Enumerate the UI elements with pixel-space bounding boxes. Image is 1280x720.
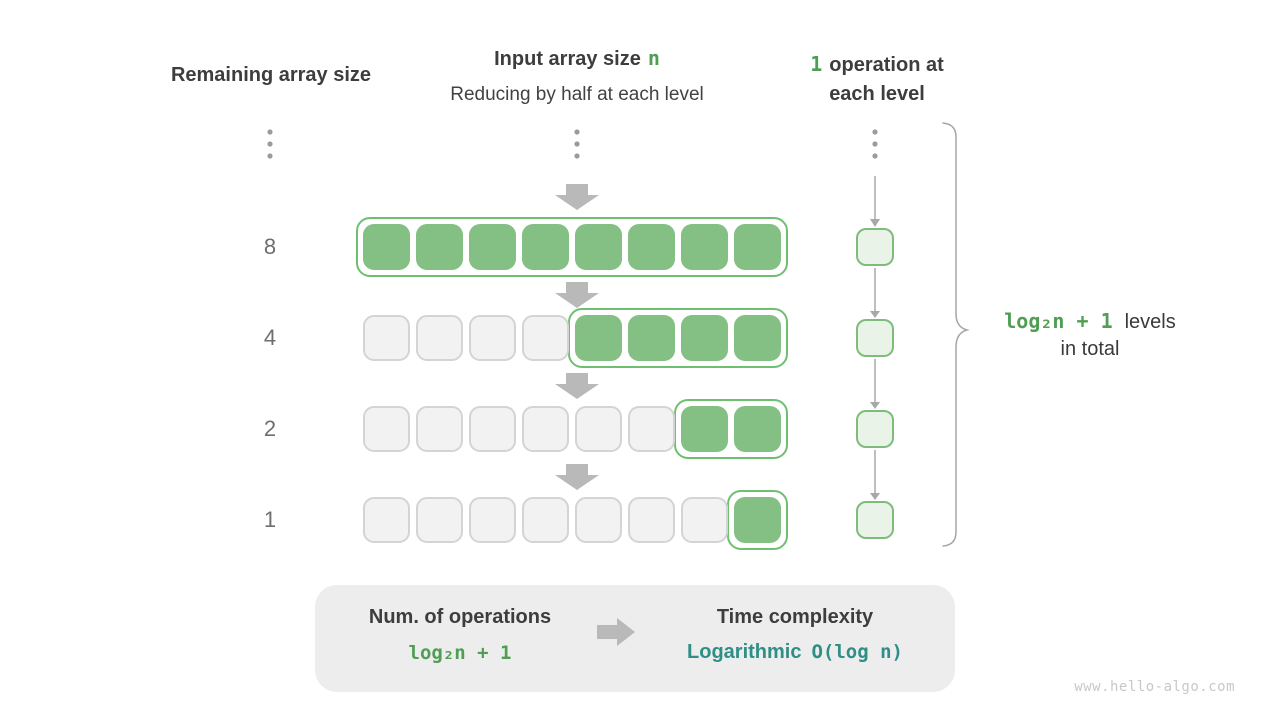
- array-cell-inactive: [363, 497, 410, 543]
- num-operations-title: Num. of operations: [368, 606, 552, 628]
- array-cell-active: [681, 224, 728, 270]
- array-cell-inactive: [522, 406, 569, 452]
- array-cell-inactive: [575, 497, 622, 543]
- input-array-size-heading: Input array size n: [427, 46, 727, 71]
- array-cell-inactive: [469, 406, 516, 452]
- summary-box: Num. of operations log₂n + 1 Time comple…: [315, 585, 955, 692]
- array-row: [363, 497, 781, 543]
- array-cell-active: [734, 224, 781, 270]
- array-cell-active: [734, 315, 781, 361]
- array-cell-inactive: [469, 497, 516, 543]
- array-cell-active: [734, 497, 781, 543]
- complexity-name: Logarithmic: [687, 641, 802, 663]
- input-array-size-text: Input array size: [494, 48, 641, 70]
- array-cell-active: [469, 224, 516, 270]
- array-cell-inactive: [416, 497, 463, 543]
- array-cell-active: [522, 224, 569, 270]
- array-cell-inactive: [575, 406, 622, 452]
- remaining-array-size-heading: Remaining array size: [170, 64, 372, 86]
- array-cell-inactive: [522, 315, 569, 361]
- operation-box: [856, 319, 894, 357]
- row-size-label: 4: [263, 325, 277, 350]
- one-operation-line1: 1 operation at: [767, 50, 987, 80]
- array-cell-active: [734, 406, 781, 452]
- array-row: [363, 315, 781, 361]
- array-cell-active: [628, 224, 675, 270]
- total-levels-line2: in total: [1060, 338, 1120, 360]
- array-cell-active: [575, 315, 622, 361]
- one-highlight: 1: [810, 52, 823, 76]
- operation-at-text: operation at: [829, 54, 944, 76]
- one-operation-heading: 1 operation at each level: [767, 50, 987, 109]
- complexity-big-o: O(log n): [811, 641, 903, 663]
- watermark: www.hello-algo.com: [1074, 679, 1235, 695]
- array-row: [363, 224, 781, 270]
- levels-word: levels: [1124, 311, 1176, 333]
- operation-box: [856, 410, 894, 448]
- total-levels-line1: log₂n + 1 levels: [960, 309, 1220, 334]
- num-operations-formula: log₂n + 1: [408, 642, 512, 664]
- time-complexity-title: Time complexity: [716, 606, 874, 628]
- one-operation-line2: each level: [829, 83, 925, 105]
- array-cell-active: [363, 224, 410, 270]
- array-cell-inactive: [363, 406, 410, 452]
- array-cell-active: [681, 315, 728, 361]
- levels-formula: log₂n + 1: [1004, 309, 1113, 333]
- input-array-size-n: n: [647, 46, 660, 70]
- array-row: [363, 406, 781, 452]
- array-cell-inactive: [416, 406, 463, 452]
- array-cell-inactive: [681, 497, 728, 543]
- row-size-label: 1: [263, 507, 277, 532]
- operation-box: [856, 228, 894, 266]
- array-cell-active: [575, 224, 622, 270]
- row-size-label: 2: [263, 416, 277, 441]
- array-cell-inactive: [522, 497, 569, 543]
- array-cell-inactive: [416, 315, 463, 361]
- array-cell-active: [681, 406, 728, 452]
- array-cell-active: [416, 224, 463, 270]
- array-cell-inactive: [363, 315, 410, 361]
- operation-box: [856, 501, 894, 539]
- array-cell-active: [628, 315, 675, 361]
- array-cell-inactive: [628, 406, 675, 452]
- array-cell-inactive: [628, 497, 675, 543]
- array-cell-inactive: [469, 315, 516, 361]
- row-size-label: 8: [263, 234, 277, 259]
- time-complexity-value: Logarithmic O(log n): [645, 641, 945, 664]
- reducing-by-half-subheading: Reducing by half at each level: [450, 84, 704, 105]
